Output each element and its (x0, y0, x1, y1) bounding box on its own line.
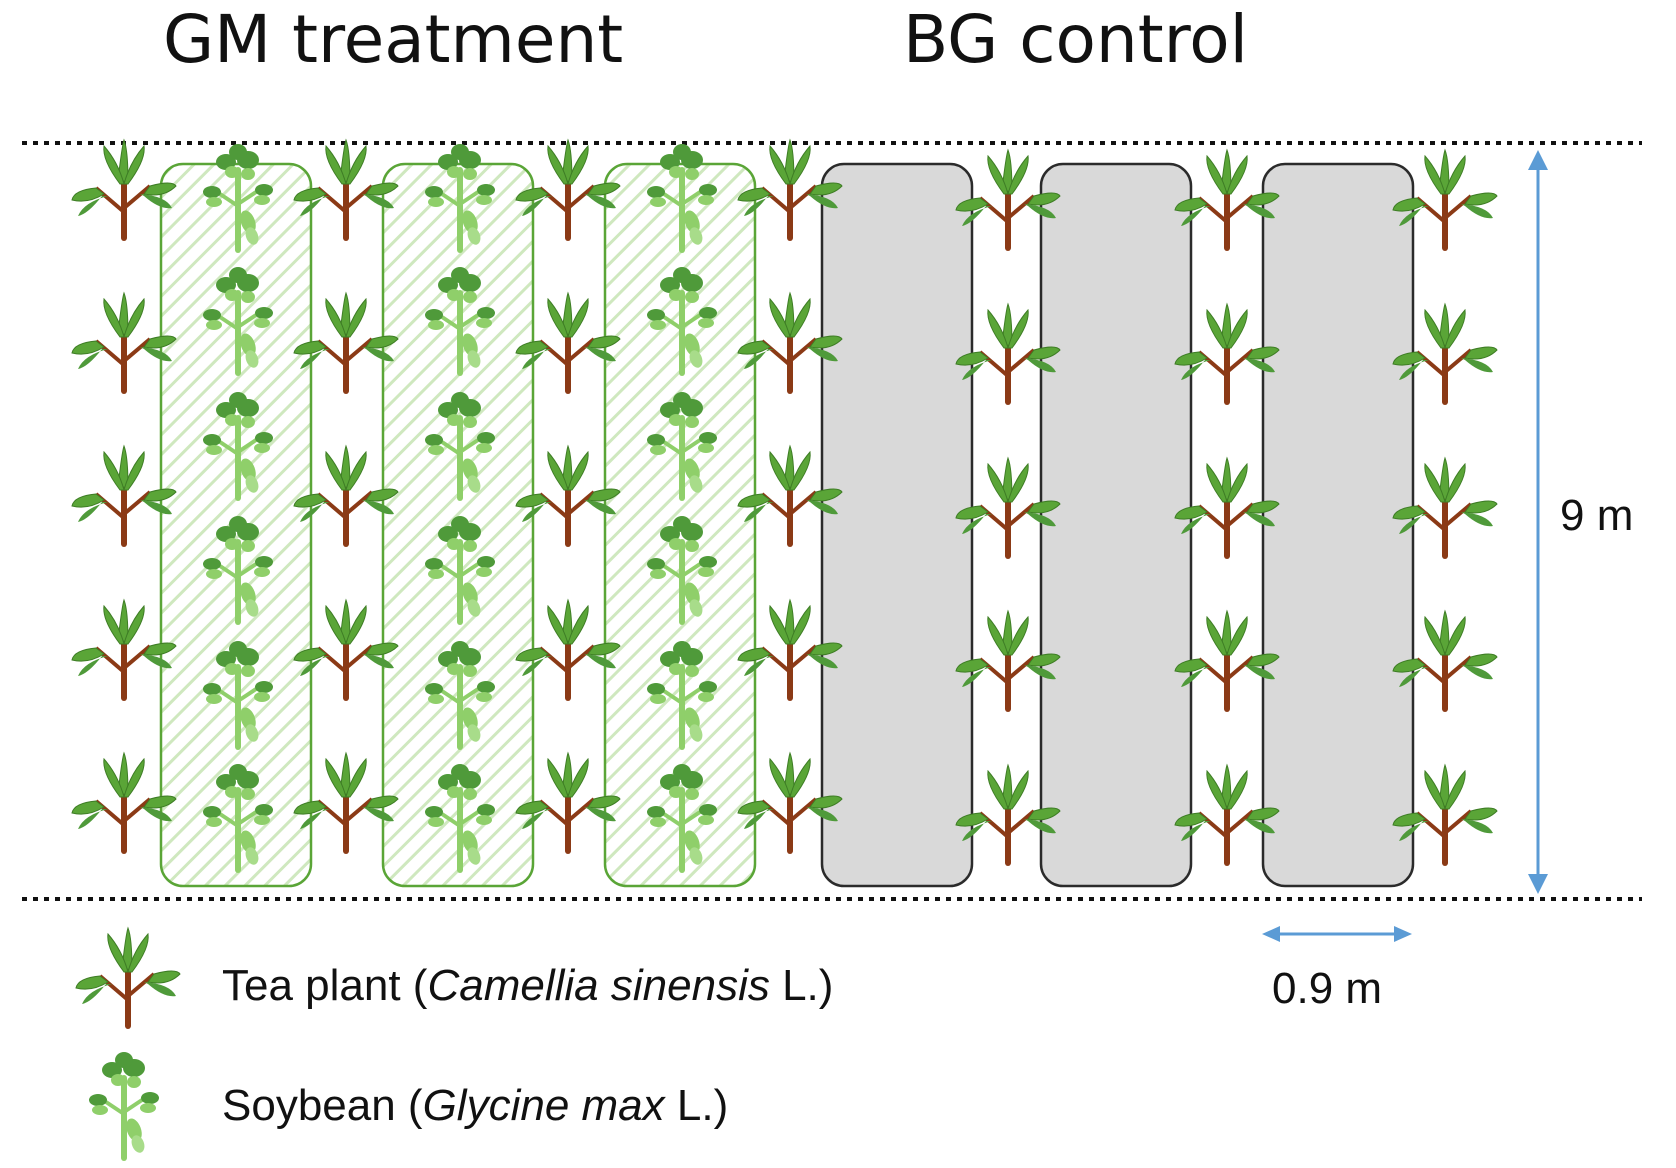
gm-treatment-heading: GM treatment (163, 1, 623, 78)
tea-plant-icon (76, 928, 180, 1026)
legend-soy-label: Soybean (Glycine max L.) (222, 1081, 728, 1130)
legend-tea-label: Tea plant (Camellia sinensis L.) (222, 961, 833, 1010)
arrow-right-icon (1394, 926, 1412, 942)
width-label: 0.9 m (1272, 964, 1382, 1013)
height-label: 9 m (1560, 491, 1633, 540)
legend: Tea plant (Camellia sinensis L.) Soybean… (76, 928, 833, 1158)
bg-control-heading: BG control (903, 1, 1248, 78)
soybean-icon (89, 1052, 159, 1158)
bg-strip (1039, 162, 1193, 888)
arrow-down-icon (1528, 874, 1548, 894)
width-dimension (1262, 926, 1412, 942)
arrow-up-icon (1528, 150, 1548, 170)
height-dimension (1528, 150, 1548, 894)
arrow-left-icon (1262, 926, 1280, 942)
bg-strip (820, 162, 974, 888)
bg-strips (820, 162, 1415, 888)
bg-strip (1261, 162, 1415, 888)
